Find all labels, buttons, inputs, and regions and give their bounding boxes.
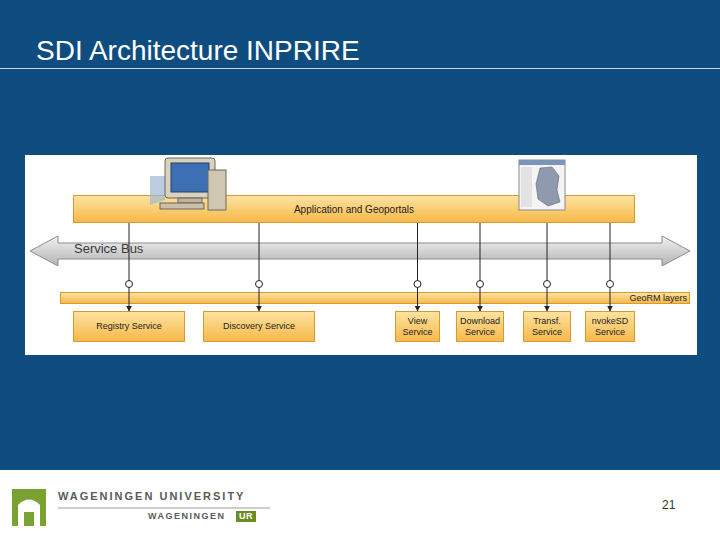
logo-mark [12, 489, 46, 526]
service-box: Download Service [456, 311, 504, 342]
bus-label: Service Bus [74, 243, 143, 254]
computer-stand [178, 198, 202, 203]
footer-band [0, 470, 720, 540]
bar-label: Application and Geoportals [294, 204, 414, 215]
interface-connector [610, 223, 611, 311]
layer-bar: GeoRM layers [60, 292, 690, 304]
bar-label: GeoRM layers [629, 293, 689, 303]
institution-badge: UR [236, 511, 256, 522]
interface-circle [607, 281, 614, 288]
service-box: View Service [395, 311, 440, 342]
computer-icon [150, 158, 226, 210]
map-titlebar [519, 160, 565, 165]
bus-arrow [30, 236, 690, 266]
map-sidebar [521, 167, 532, 207]
map-country [536, 167, 560, 206]
interface-connector [547, 223, 548, 311]
institution-subname: WAGENINGEN [148, 511, 226, 522]
service-label: Transf. Service [524, 316, 570, 338]
service-box: nvokeSD Service [585, 311, 635, 342]
interface-connector [480, 223, 481, 311]
slide-title: SDI Architecture INPRIRE [36, 34, 360, 68]
computer-screen [171, 163, 209, 192]
service-label: View Service [396, 316, 439, 338]
application-bar: Application and Geoportals [73, 195, 635, 223]
map-screenshot [519, 160, 565, 210]
computer-monitor [165, 158, 215, 198]
computer-tower [208, 170, 226, 210]
service-label: Download Service [457, 316, 503, 338]
page-number: 21 [662, 498, 675, 512]
logo-arch [18, 500, 40, 527]
map-window [519, 160, 565, 210]
interface-circle [256, 281, 263, 288]
service-bus: Service Bus [30, 236, 690, 266]
logo-rule [58, 508, 270, 509]
computer-shadow [150, 176, 165, 205]
service-box: Registry Service [73, 311, 185, 342]
logo-door [24, 512, 34, 526]
interface-circle [477, 281, 484, 288]
interface-connector [259, 223, 260, 311]
service-label: nvokeSD Service [586, 316, 634, 338]
service-box: Discovery Service [203, 311, 315, 342]
computer-keyboard [160, 203, 204, 209]
interface-circle [126, 281, 133, 288]
interface-connector [417, 223, 418, 311]
interface-circle [544, 281, 551, 288]
interface-circle [414, 281, 421, 288]
service-label: Registry Service [96, 321, 162, 332]
diagram-panel [25, 155, 697, 355]
title-rule [0, 68, 720, 69]
service-label: Discovery Service [223, 321, 295, 332]
service-box: Transf. Service [523, 311, 571, 342]
interface-circles [126, 281, 614, 288]
institution-name: WAGENINGEN UNIVERSITY [58, 490, 245, 503]
interface-connector [129, 223, 130, 311]
